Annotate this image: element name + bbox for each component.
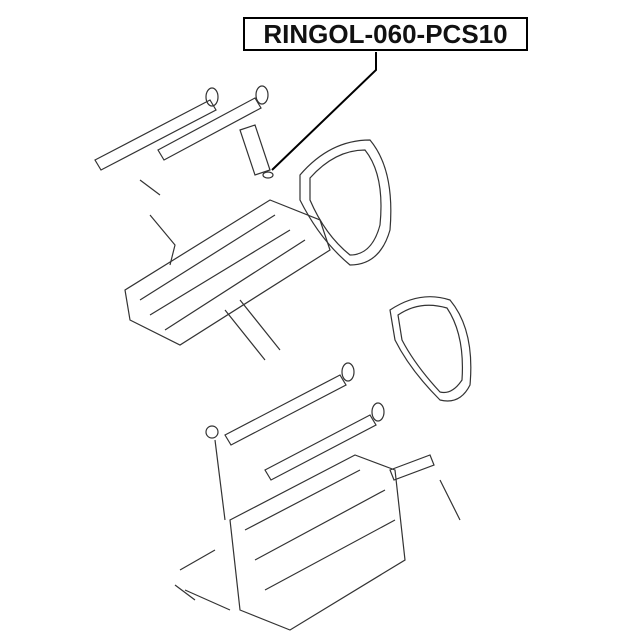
lower-valve-cover-gasket (389, 296, 472, 402)
lower-camshafts (205, 362, 435, 481)
leader-line (271, 52, 377, 171)
upper-cylinder-head (124, 179, 331, 361)
part-number-label: RINGOL-060-PCS10 (243, 17, 528, 51)
upper-valve-cover-gasket (299, 139, 392, 266)
seal-ring (262, 171, 274, 179)
lower-cylinder-head (174, 439, 461, 631)
upper-camshafts (94, 85, 271, 176)
